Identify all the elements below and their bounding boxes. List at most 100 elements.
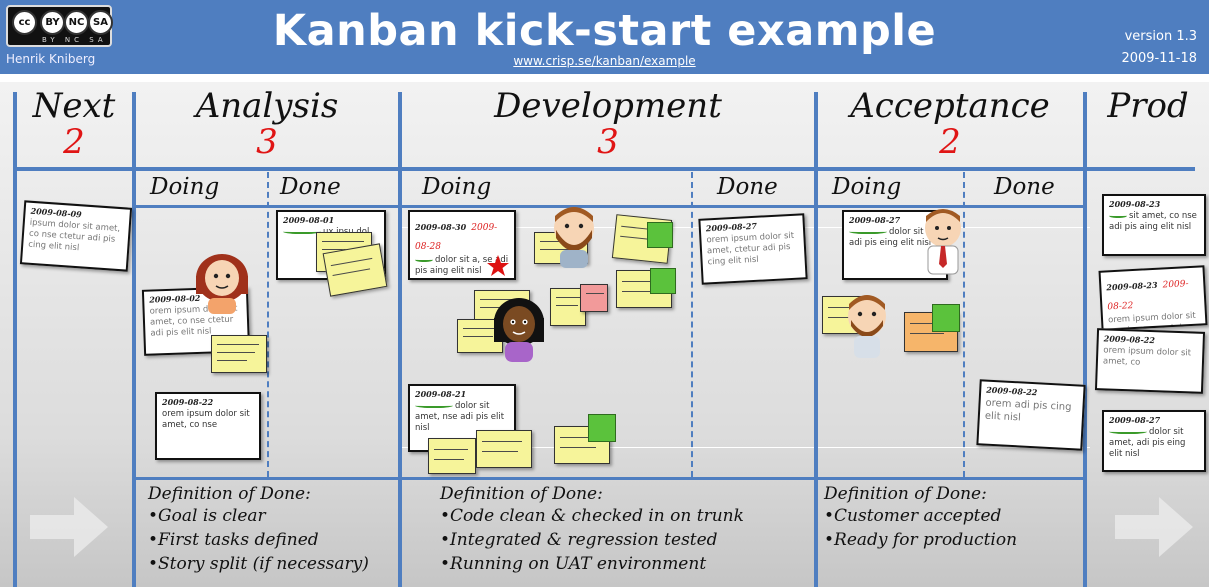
wip-limit-next: 2: [63, 122, 85, 162]
task-card[interactable]: 2009-08-22 orem ipsum dolor sit amet, co: [1094, 328, 1206, 394]
doing-done-divider: [691, 172, 693, 477]
card-text: orem ipsum dolor sit amet, co nse ctetur…: [1107, 310, 1197, 331]
card-text: dolor sit amet, adi pis eing elit nisl: [1109, 427, 1186, 459]
by-icon: BY: [40, 10, 65, 35]
column-title-prod: Prod: [1107, 86, 1189, 126]
dod-item: Goal is clear: [148, 504, 396, 528]
dod-development: Definition of Done: Code clean & checked…: [440, 484, 810, 576]
dod-title: Definition of Done:: [824, 484, 987, 504]
creative-commons-logo: cc BY NC SA BY NC SA: [6, 5, 113, 47]
column-border: [13, 92, 17, 587]
blocked-sticky[interactable]: [580, 284, 608, 312]
dod-title: Definition of Done:: [440, 484, 603, 504]
task-sticky[interactable]: [322, 243, 388, 297]
dod-acceptance: Definition of Done: Customer accepted Re…: [824, 484, 1079, 552]
card-text: ipsum dolor sit amet, co nse ctetur adi …: [27, 217, 121, 254]
dod-item: Integrated & regression tested: [440, 528, 810, 552]
card-text: orem ipsum dolor sit amet, ctetur adi pi…: [706, 230, 795, 268]
card-text: dolor sit amet, nse adi pis elit nisl: [415, 401, 505, 433]
card-date: 2009-08-27: [849, 215, 901, 225]
development-doing-header: Doing: [422, 174, 492, 200]
wip-limit-analysis: 3: [256, 122, 278, 162]
dod-analysis: Definition of Done: Goal is clear First …: [148, 484, 396, 576]
card-date: 2009-08-21: [415, 389, 467, 399]
dod-item: Story split (if necessary): [148, 552, 396, 576]
doing-done-divider: [963, 172, 965, 477]
header-bar: [0, 0, 1209, 74]
dod-item: Running on UAT environment: [440, 552, 810, 576]
task-card[interactable]: 2009-08-22 orem ipsum dolor sit amet, co…: [155, 392, 261, 460]
column-title-acceptance: Acceptance: [850, 86, 1050, 126]
team-member-avatar: [196, 254, 248, 314]
done-marker: [647, 222, 673, 248]
dod-divider: [134, 477, 1084, 480]
card-date: 2009-08-23: [1106, 279, 1158, 293]
star-icon: [487, 255, 509, 276]
column-border: [814, 92, 818, 587]
task-sticky[interactable]: [428, 438, 476, 474]
column-border: [1083, 92, 1087, 587]
dod-item: First tasks defined: [148, 528, 396, 552]
task-card[interactable]: 2009-08-22 orem adi pis cing elit nisl: [976, 379, 1086, 451]
task-card[interactable]: 2009-08-27 orem ipsum dolor sit amet, ct…: [698, 213, 808, 285]
done-marker: [650, 268, 676, 294]
column-title-development: Development: [494, 86, 722, 126]
wip-limit-development: 3: [597, 122, 619, 162]
team-member-avatar: [925, 209, 961, 275]
card-text: dolor sit a, adi pis eing elit nisl: [849, 227, 935, 248]
acceptance-doing-header: Doing: [832, 174, 902, 200]
header-divider: [15, 167, 1195, 171]
dod-title: Definition of Done:: [148, 484, 311, 504]
analysis-done-header: Done: [280, 174, 341, 200]
sa-icon: SA: [88, 10, 113, 35]
task-card[interactable]: 2009-08-09 ipsum dolor sit amet, co nse …: [19, 200, 133, 272]
card-date: 2009-08-01: [283, 215, 335, 225]
column-border: [132, 92, 136, 587]
doing-done-divider: [267, 172, 269, 477]
task-card[interactable]: 2009-08-23 sit amet, co nse adi pis aing…: [1102, 194, 1206, 256]
page-title: Kanban kick-start example: [272, 6, 937, 56]
cc-icon: cc: [12, 10, 37, 35]
card-text: dolor sit a, se adi pis aing elit nisl: [415, 255, 509, 276]
card-date: 2009-08-27: [1109, 415, 1161, 425]
column-border: [398, 92, 402, 587]
arrow-right-icon: [30, 497, 108, 557]
acceptance-done-header: Done: [994, 174, 1055, 200]
task-card[interactable]: 2009-08-23 2009-08-22 orem ipsum dolor s…: [1098, 265, 1208, 331]
card-date: 2009-08-30: [415, 222, 467, 232]
team-member-avatar: [554, 207, 594, 268]
task-card[interactable]: 2009-08-27 dolor sit amet, adi pis eing …: [1102, 410, 1206, 472]
arrow-right-icon: [1115, 497, 1193, 557]
card-date: 2009-08-23: [1109, 199, 1161, 209]
subheader-divider: [134, 205, 1084, 208]
swimlane-line: [400, 447, 1090, 448]
done-marker: [588, 414, 616, 442]
development-done-header: Done: [717, 174, 778, 200]
dod-item: Ready for production: [824, 528, 1079, 552]
license-sub-label: BY NC SA: [42, 36, 107, 44]
column-title-analysis: Analysis: [195, 86, 339, 126]
task-card[interactable]: 2009-08-30 2009-08-28 dolor sit a, se ad…: [408, 210, 516, 280]
version-label: version 1.3: [1124, 29, 1197, 44]
card-deadline: 2009-08-28: [415, 223, 498, 252]
done-marker: [932, 304, 960, 332]
card-text: sit amet, co nse adi pis aing elit nisl: [1109, 211, 1197, 232]
version-info: version 1.3 2009-11-18: [1121, 26, 1197, 70]
card-text: orem ipsum dolor sit amet, co: [1102, 345, 1192, 368]
wip-limit-acceptance: 2: [939, 122, 961, 162]
card-text: orem ipsum dolor sit amet, co nse: [162, 409, 250, 430]
author-name: Henrik Kniberg: [6, 52, 96, 66]
task-sticky[interactable]: [211, 335, 267, 373]
task-sticky[interactable]: [476, 430, 532, 468]
column-title-next: Next: [32, 86, 116, 126]
dod-item: Code clean & checked in on trunk: [440, 504, 810, 528]
card-date: 2009-08-22: [1103, 333, 1156, 346]
version-date: 2009-11-18: [1121, 51, 1197, 66]
card-date: 2009-08-22: [162, 397, 214, 407]
kanban-board: Next 2 Analysis 3 Development 3 Acceptan…: [0, 82, 1209, 587]
team-member-avatar: [848, 295, 886, 358]
source-link[interactable]: www.crisp.se/kanban/example: [513, 54, 696, 68]
analysis-doing-header: Doing: [150, 174, 220, 200]
team-member-avatar: [494, 298, 544, 362]
card-text: orem adi pis cing elit nisl: [984, 397, 1072, 424]
